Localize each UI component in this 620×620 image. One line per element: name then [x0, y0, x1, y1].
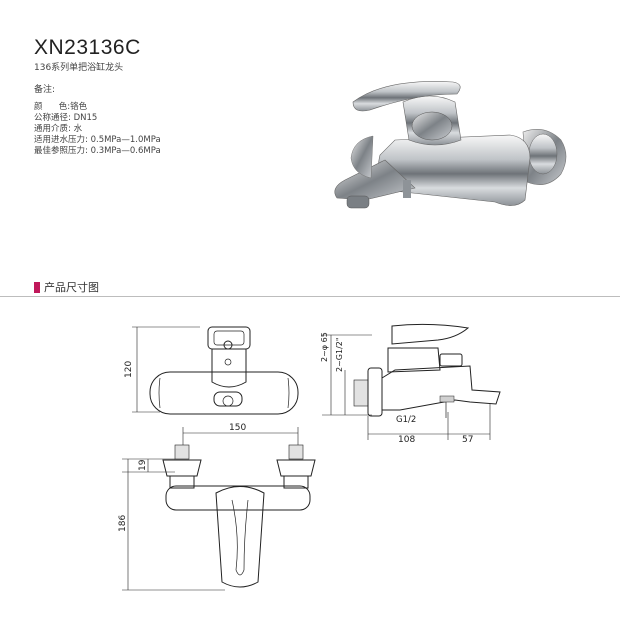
dim-2-g12-label: 2~G1/2"	[335, 337, 344, 372]
product-subtitle: 136系列单把浴缸龙头	[34, 63, 124, 73]
spec-value: 0.3MPa—0.6MPa	[90, 146, 161, 156]
dim-150-label: 150	[229, 423, 246, 433]
section-title-text: 产品尺寸图	[44, 281, 99, 294]
dim-57-label: 57	[462, 435, 473, 445]
dim-g12-label: G1/2	[396, 415, 416, 425]
section-marker-icon	[34, 281, 40, 293]
dimension-drawing: 120 150 19 186 2~φ 65 2~G1/2" G1/2 108 5…	[118, 323, 501, 591]
section-title: 产品尺寸图	[34, 279, 99, 295]
spec-value: 水	[73, 124, 83, 134]
dim-2-65-label: 2~φ 65	[320, 332, 329, 362]
product-model: XN23136C	[34, 36, 141, 59]
spec-row: 最佳参照压力: 0.3MPa—0.6MPa	[34, 144, 161, 156]
spec-row: 通用介质: 水	[34, 122, 82, 134]
spec-value: 0.5MPa—1.0MPa	[90, 135, 161, 145]
spec-label: 适用进水压力:	[34, 135, 88, 145]
dim-186-label: 186	[118, 515, 128, 532]
spec-label: 通用介质:	[34, 124, 71, 134]
product-photo	[334, 81, 567, 209]
spec-label: 公称通径:	[34, 113, 71, 123]
spec-value: 铬色	[70, 102, 88, 112]
dim-120-label: 120	[124, 361, 134, 378]
spec-row: 公称通径: DN15	[34, 111, 97, 123]
spec-row: 适用进水压力: 0.5MPa—1.0MPa	[34, 133, 161, 145]
spec-label: 最佳参照压力:	[34, 146, 88, 156]
remark-label: 备注:	[34, 85, 56, 95]
spec-label: 颜 色:	[34, 102, 71, 112]
dim-19-label: 19	[138, 459, 148, 471]
dim-108-label: 108	[398, 435, 415, 445]
spec-row: 颜 色:铬色	[34, 100, 87, 112]
spec-value: DN15	[73, 113, 98, 123]
section-divider	[0, 296, 620, 297]
